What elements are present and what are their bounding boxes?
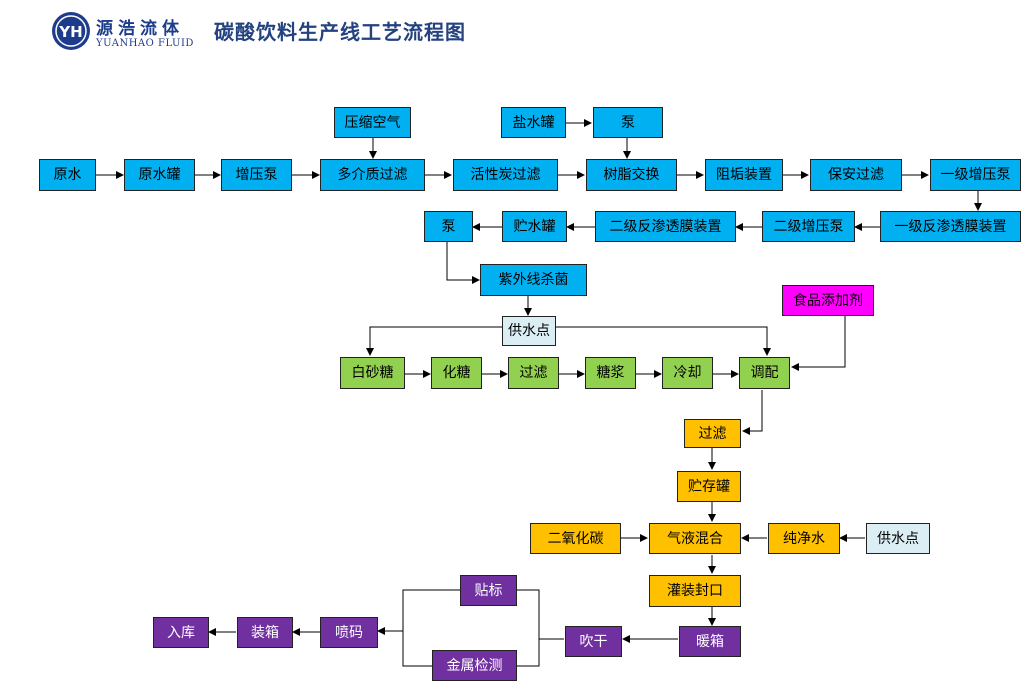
brand-name-en: YUANHAO FLUID <box>96 38 194 49</box>
node-labeling: 贴标 <box>460 575 517 606</box>
arrow-blow-dry-to-split <box>517 589 564 640</box>
node-boxing: 装箱 <box>237 617 293 648</box>
node-brine-tank: 盐水罐 <box>501 107 566 138</box>
node-activated-carbon-filter: 活性炭过滤 <box>453 159 558 191</box>
node-blow-dry: 吹干 <box>565 626 622 657</box>
node-warming-box: 暖箱 <box>679 626 741 657</box>
node-security-filter: 保安过滤 <box>810 159 902 191</box>
node-pump-2: 泵 <box>424 211 473 242</box>
node-inkjet-coding: 喷码 <box>320 617 378 648</box>
node-white-sugar: 白砂糖 <box>340 357 405 389</box>
node-uv-sterilization: 紫外线杀菌 <box>480 264 587 296</box>
node-sugar-dissolving: 化糖 <box>431 357 482 389</box>
node-storage-tank: 贮存罐 <box>677 471 741 502</box>
node-syrup: 糖浆 <box>585 357 636 389</box>
node-secondary-ro: 二级反渗透膜装置 <box>595 211 736 242</box>
node-primary-ro: 一级反渗透膜装置 <box>880 211 1021 242</box>
node-filling-sealing: 灌装封口 <box>649 575 741 607</box>
brand-logo: YH 源浩流体 YUANHAO FLUID <box>50 10 200 52</box>
yh-logo-icon: YH <box>52 12 90 50</box>
node-primary-booster-pump: 一级增压泵 <box>930 159 1021 191</box>
node-blending: 调配 <box>739 357 790 389</box>
arrow-blow-dry-to-split-lower <box>517 639 540 667</box>
node-co2: 二氧化碳 <box>530 523 621 554</box>
node-multimedia-filter: 多介质过滤 <box>320 159 425 191</box>
node-purified-water: 纯净水 <box>768 523 840 554</box>
node-water-supply-point-2: 供水点 <box>866 523 930 554</box>
node-water-supply-point: 供水点 <box>502 316 556 346</box>
node-food-additive: 食品添加剂 <box>782 285 874 316</box>
node-booster-pump: 增压泵 <box>221 159 292 191</box>
node-filter-2: 过滤 <box>684 419 741 448</box>
arrow-supply-to-white-sugar <box>366 326 502 356</box>
node-raw-water: 原水 <box>39 159 96 191</box>
node-pump-top: 泵 <box>593 107 663 138</box>
page-title: 碳酸饮料生产线工艺流程图 <box>214 20 466 44</box>
node-cooling: 冷却 <box>662 357 713 389</box>
node-resin-exchange: 树脂交换 <box>586 159 677 191</box>
arrow-blending-to-filter2 <box>742 390 763 435</box>
arrow-supply-to-blending <box>556 326 771 356</box>
node-warehousing: 入库 <box>153 617 209 648</box>
arrow-split-to-inkjet <box>402 589 460 667</box>
node-raw-water-tank: 原水罐 <box>124 159 195 191</box>
arrow-additive-to-blending <box>791 316 846 371</box>
node-compressed-air: 压缩空气 <box>334 107 411 138</box>
node-storage-water-tank: 贮水罐 <box>502 211 567 242</box>
node-syrup-filter: 过滤 <box>508 357 559 389</box>
arrow-pump-to-uv <box>446 242 480 284</box>
node-secondary-booster-pump: 二级增压泵 <box>762 211 855 242</box>
node-metal-detection: 金属检测 <box>432 650 517 681</box>
brand-name-cn: 源浩流体 <box>96 19 184 39</box>
logo-initials: YH <box>58 23 82 41</box>
node-antiscalant-device: 阻垢装置 <box>705 159 783 191</box>
node-gas-liquid-mixing: 气液混合 <box>649 523 741 554</box>
